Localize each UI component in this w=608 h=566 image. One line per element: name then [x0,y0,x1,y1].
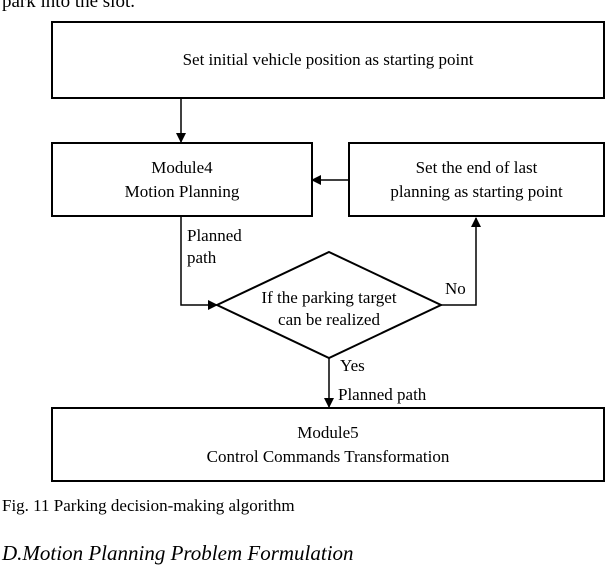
arrow-module4-to-decision [180,216,218,310]
module4-subtitle: Motion Planning [124,181,240,201]
decision-text: If the parking target can be realized [220,287,438,331]
planned-path-label-line1: Planned [187,226,242,245]
reset-box: Set the end of last planning as starting… [348,142,605,217]
no-label: No [445,279,466,298]
planned-path-label-upper: Planned path [187,225,242,269]
intro-text: park into the slot. [2,0,135,12]
section-heading: D.Motion Planning Problem Formulation [2,541,354,565]
module5-box: Module5 Control Commands Transformation [51,407,605,482]
start-box-label: Set initial vehicle position as starting… [182,50,474,69]
decision-line2: can be realized [278,310,380,329]
module5-subtitle: Control Commands Transformation [206,446,450,466]
planned-path-label-lower: Planned path [338,385,427,404]
module4-box: Module4 Motion Planning [51,142,313,217]
planned-path-label-line2: path [187,248,217,267]
figure-caption: Fig. 11 Parking decision-making algorith… [2,496,295,515]
decision-line1: If the parking target [261,288,397,307]
arrow-decision-to-reset [441,217,481,306]
reset-box-line1: Set the end of last [415,157,538,177]
module5-title: Module5 [297,422,359,442]
start-box: Set initial vehicle position as starting… [51,21,605,99]
reset-box-line2: planning as starting point [390,181,563,201]
module4-title: Module4 [151,157,213,177]
yes-label: Yes [340,356,365,375]
